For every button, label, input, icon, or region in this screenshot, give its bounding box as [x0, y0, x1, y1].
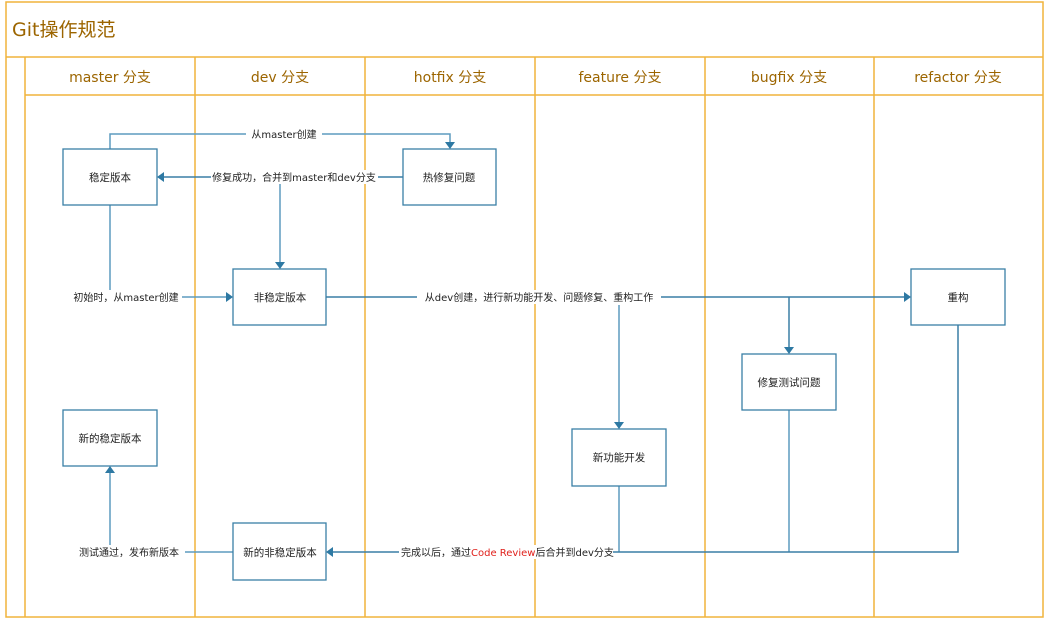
lane-header-refactor: refactor 分支: [914, 70, 1002, 86]
edge-label-init-from-master: 初始时，从master创建: [73, 291, 178, 304]
edge-labels: 从master创建 修复成功，合并到master和dev分支 初始时，从mast…: [70, 127, 661, 559]
lane-header-dev: dev 分支: [251, 70, 309, 86]
node-label: 修复测试问题: [758, 376, 821, 389]
edge-label-merge-back-suffix: 后合并到dev分支: [535, 546, 613, 559]
arrowhead-down: [614, 422, 624, 429]
node-refactor[interactable]: 重构: [910, 268, 1006, 326]
edge-init-from-master: [109, 205, 227, 298]
node-label: 新的稳定版本: [79, 432, 142, 445]
arrowhead-right: [904, 292, 911, 302]
edges: [105, 133, 959, 557]
node-new-stable-version[interactable]: 新的稳定版本: [62, 409, 158, 467]
arrowhead-left: [326, 547, 333, 557]
node-new-unstable-version[interactable]: 新的非稳定版本: [232, 522, 327, 581]
edge-label-release: 测试通过，发布新版本: [79, 546, 179, 559]
arrowhead-up: [105, 466, 115, 473]
code-review-highlight: Code Review: [471, 548, 535, 559]
lane-header-hotfix: hotfix 分支: [414, 70, 486, 86]
node-label: 稳定版本: [89, 171, 131, 184]
node-label: 重构: [948, 291, 969, 304]
diagram-title: Git操作规范: [12, 19, 115, 41]
node-hotfix-issue[interactable]: 热修复问题: [402, 148, 497, 206]
node-new-feature[interactable]: 新功能开发: [571, 428, 667, 487]
swimlane-frame: [5, 1, 1044, 618]
arrowhead-left: [157, 172, 164, 182]
lane-headers: master 分支 dev 分支 hotfix 分支 feature 分支 bu…: [69, 70, 1002, 86]
node-bugfix-issue[interactable]: 修复测试问题: [741, 353, 837, 411]
node-unstable-version[interactable]: 非稳定版本: [232, 268, 327, 326]
arrowhead-down: [445, 142, 455, 149]
arrowhead-down: [275, 262, 285, 269]
arrowhead-right: [226, 292, 233, 302]
node-label: 非稳定版本: [254, 291, 307, 304]
nodes: 稳定版本 热修复问题 非稳定版本 重构 修复测试问题 新功能开发 新的稳定版本: [62, 148, 1006, 581]
edge-label-create-from-dev: 从dev创建，进行新功能开发、问题修复、重构工作: [425, 291, 653, 304]
node-label: 新的非稳定版本: [243, 546, 317, 559]
edge-label-merge-back: 完成以后，通过Code Review后合并到dev分支: [401, 546, 614, 559]
lane-header-master: master 分支: [69, 70, 151, 86]
outer-frame: [5, 1, 1044, 618]
node-label: 热修复问题: [423, 171, 476, 184]
arrowhead-down: [784, 347, 794, 354]
edge-label-merge-back-prefix: 完成以后，通过: [401, 546, 471, 559]
lane-header-bugfix: bugfix 分支: [751, 70, 827, 86]
edge-release: [109, 472, 233, 553]
node-stable-version[interactable]: 稳定版本: [62, 148, 158, 206]
node-label: 新功能开发: [593, 451, 646, 464]
edge-label-create-from-master: 从master创建: [251, 128, 316, 141]
edge-label-hotfix-merge: 修复成功，合并到master和dev分支: [212, 171, 376, 184]
lane-header-feature: feature 分支: [579, 70, 662, 86]
